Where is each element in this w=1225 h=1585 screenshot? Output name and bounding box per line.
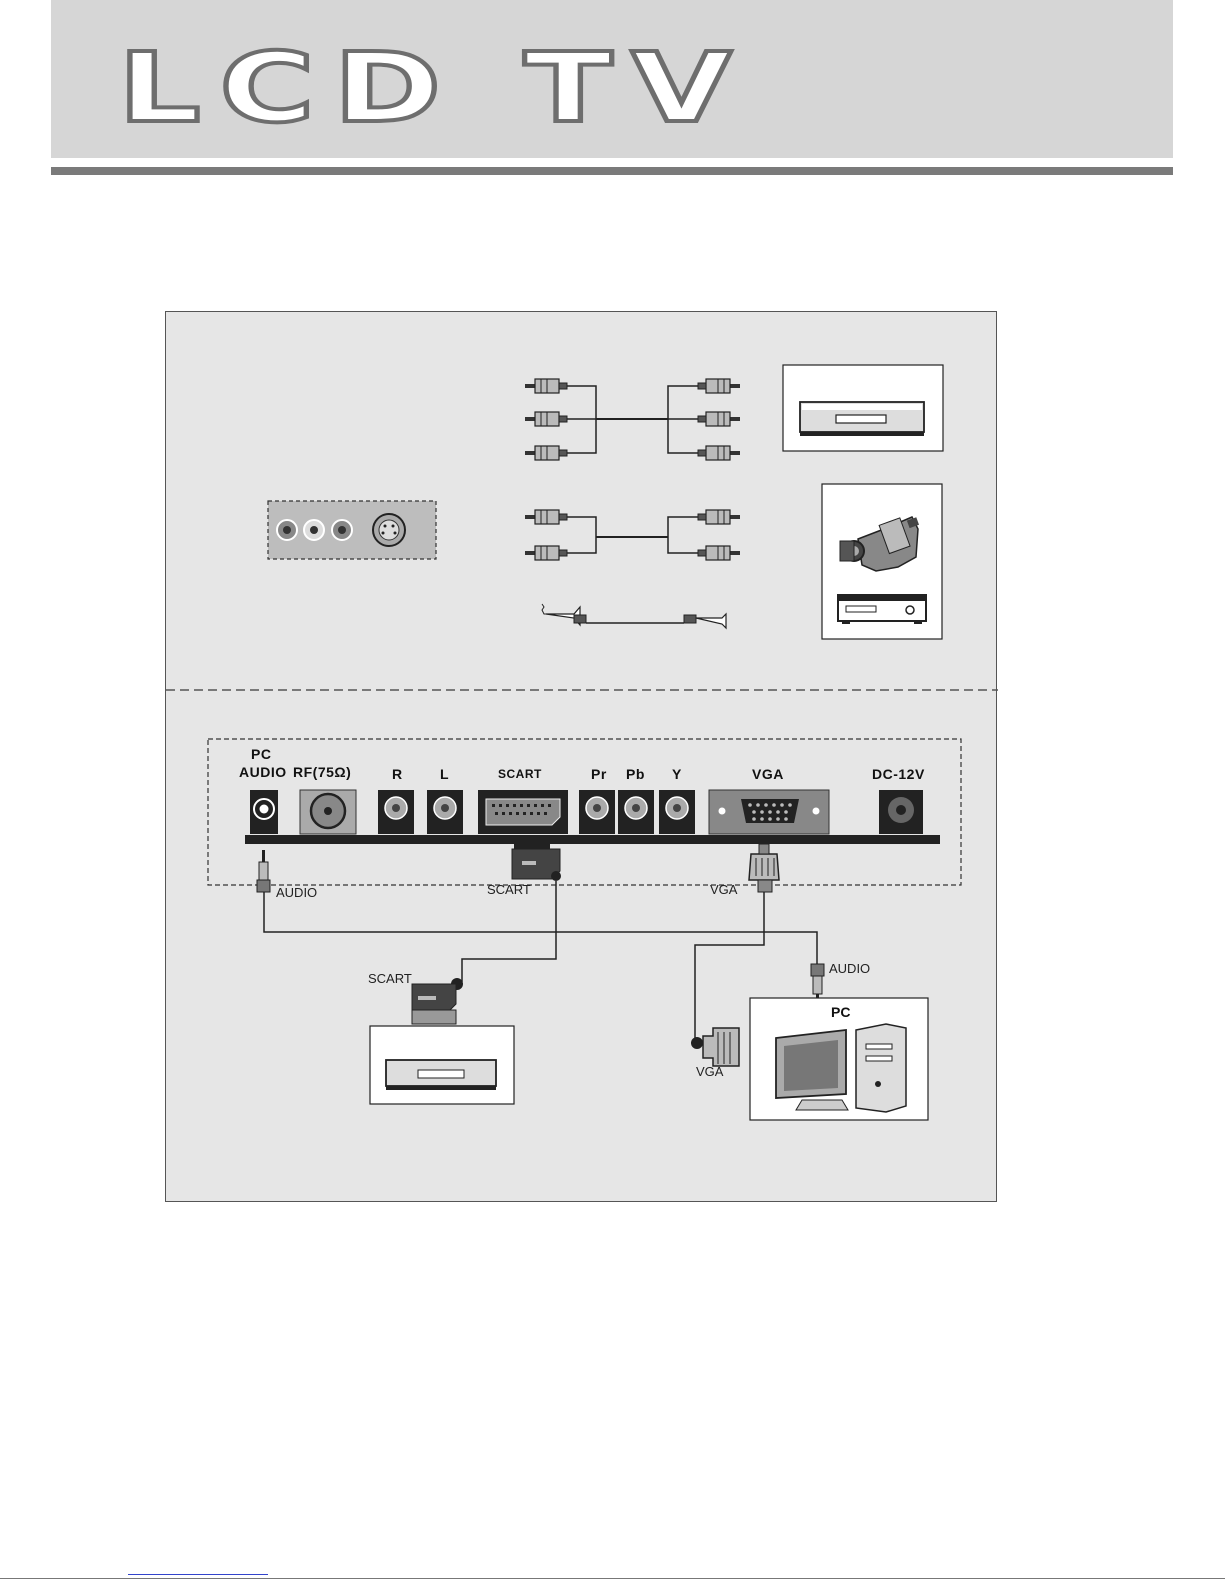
rear-panel-bar xyxy=(245,835,940,844)
port-label-vga: VGA xyxy=(752,766,784,782)
page-title: LCD TV xyxy=(118,40,750,136)
port-label-y: Y xyxy=(672,766,682,782)
cable-label-vga-pc: VGA xyxy=(696,1064,723,1079)
pc-audio-cable xyxy=(264,892,817,964)
port-label-pr: Pr xyxy=(591,766,607,782)
pc-audio-jack xyxy=(250,790,278,834)
vga-socket xyxy=(709,790,829,834)
cable-label-vga: VGA xyxy=(710,882,737,897)
audio-plug-icon xyxy=(257,850,270,892)
port-label-rf: RF(75Ω) xyxy=(293,764,351,780)
audio-cable-icon xyxy=(525,510,740,560)
rf-jack xyxy=(300,790,356,834)
port-label-pc: PC xyxy=(251,746,271,762)
port-label-l: L xyxy=(440,766,449,782)
connection-diagram: PC AUDIO RF(75Ω) R L SCART Pr Pb Y VGA D… xyxy=(165,311,997,1202)
cable-label-audio: AUDIO xyxy=(276,885,317,900)
footer-rule xyxy=(0,1578,1225,1579)
port-label-audio: AUDIO xyxy=(239,764,287,780)
cable-label-audio-pc: AUDIO xyxy=(829,961,870,976)
header-rule xyxy=(51,167,1173,175)
scart-socket xyxy=(478,790,568,834)
dvd-player-icon xyxy=(370,1026,514,1104)
cable-label-scart-dvd: SCART xyxy=(368,971,412,986)
port-label-dc: DC-12V xyxy=(872,766,925,782)
dvd-player-icon xyxy=(783,365,943,451)
av-input-panel-icon xyxy=(268,501,436,559)
port-label-r: R xyxy=(392,766,403,782)
vga-plug-icon xyxy=(691,1028,739,1066)
scart-plug-icon xyxy=(412,978,463,1024)
cable-label-scart: SCART xyxy=(487,882,531,897)
l-jack xyxy=(427,790,463,834)
rca-cable-icon xyxy=(525,379,740,460)
pc-title: PC xyxy=(831,1004,850,1020)
dc-jack xyxy=(879,790,923,834)
y-jack xyxy=(659,790,695,834)
pb-jack xyxy=(618,790,654,834)
r-jack xyxy=(378,790,414,834)
port-label-pb: Pb xyxy=(626,766,645,782)
s-video-cable-icon xyxy=(542,604,726,628)
pr-jack xyxy=(579,790,615,834)
diagram-drawing xyxy=(166,312,998,1203)
vcr-icon xyxy=(838,595,926,624)
footer-link-underline xyxy=(128,1574,268,1575)
port-label-scart: SCART xyxy=(498,767,542,781)
